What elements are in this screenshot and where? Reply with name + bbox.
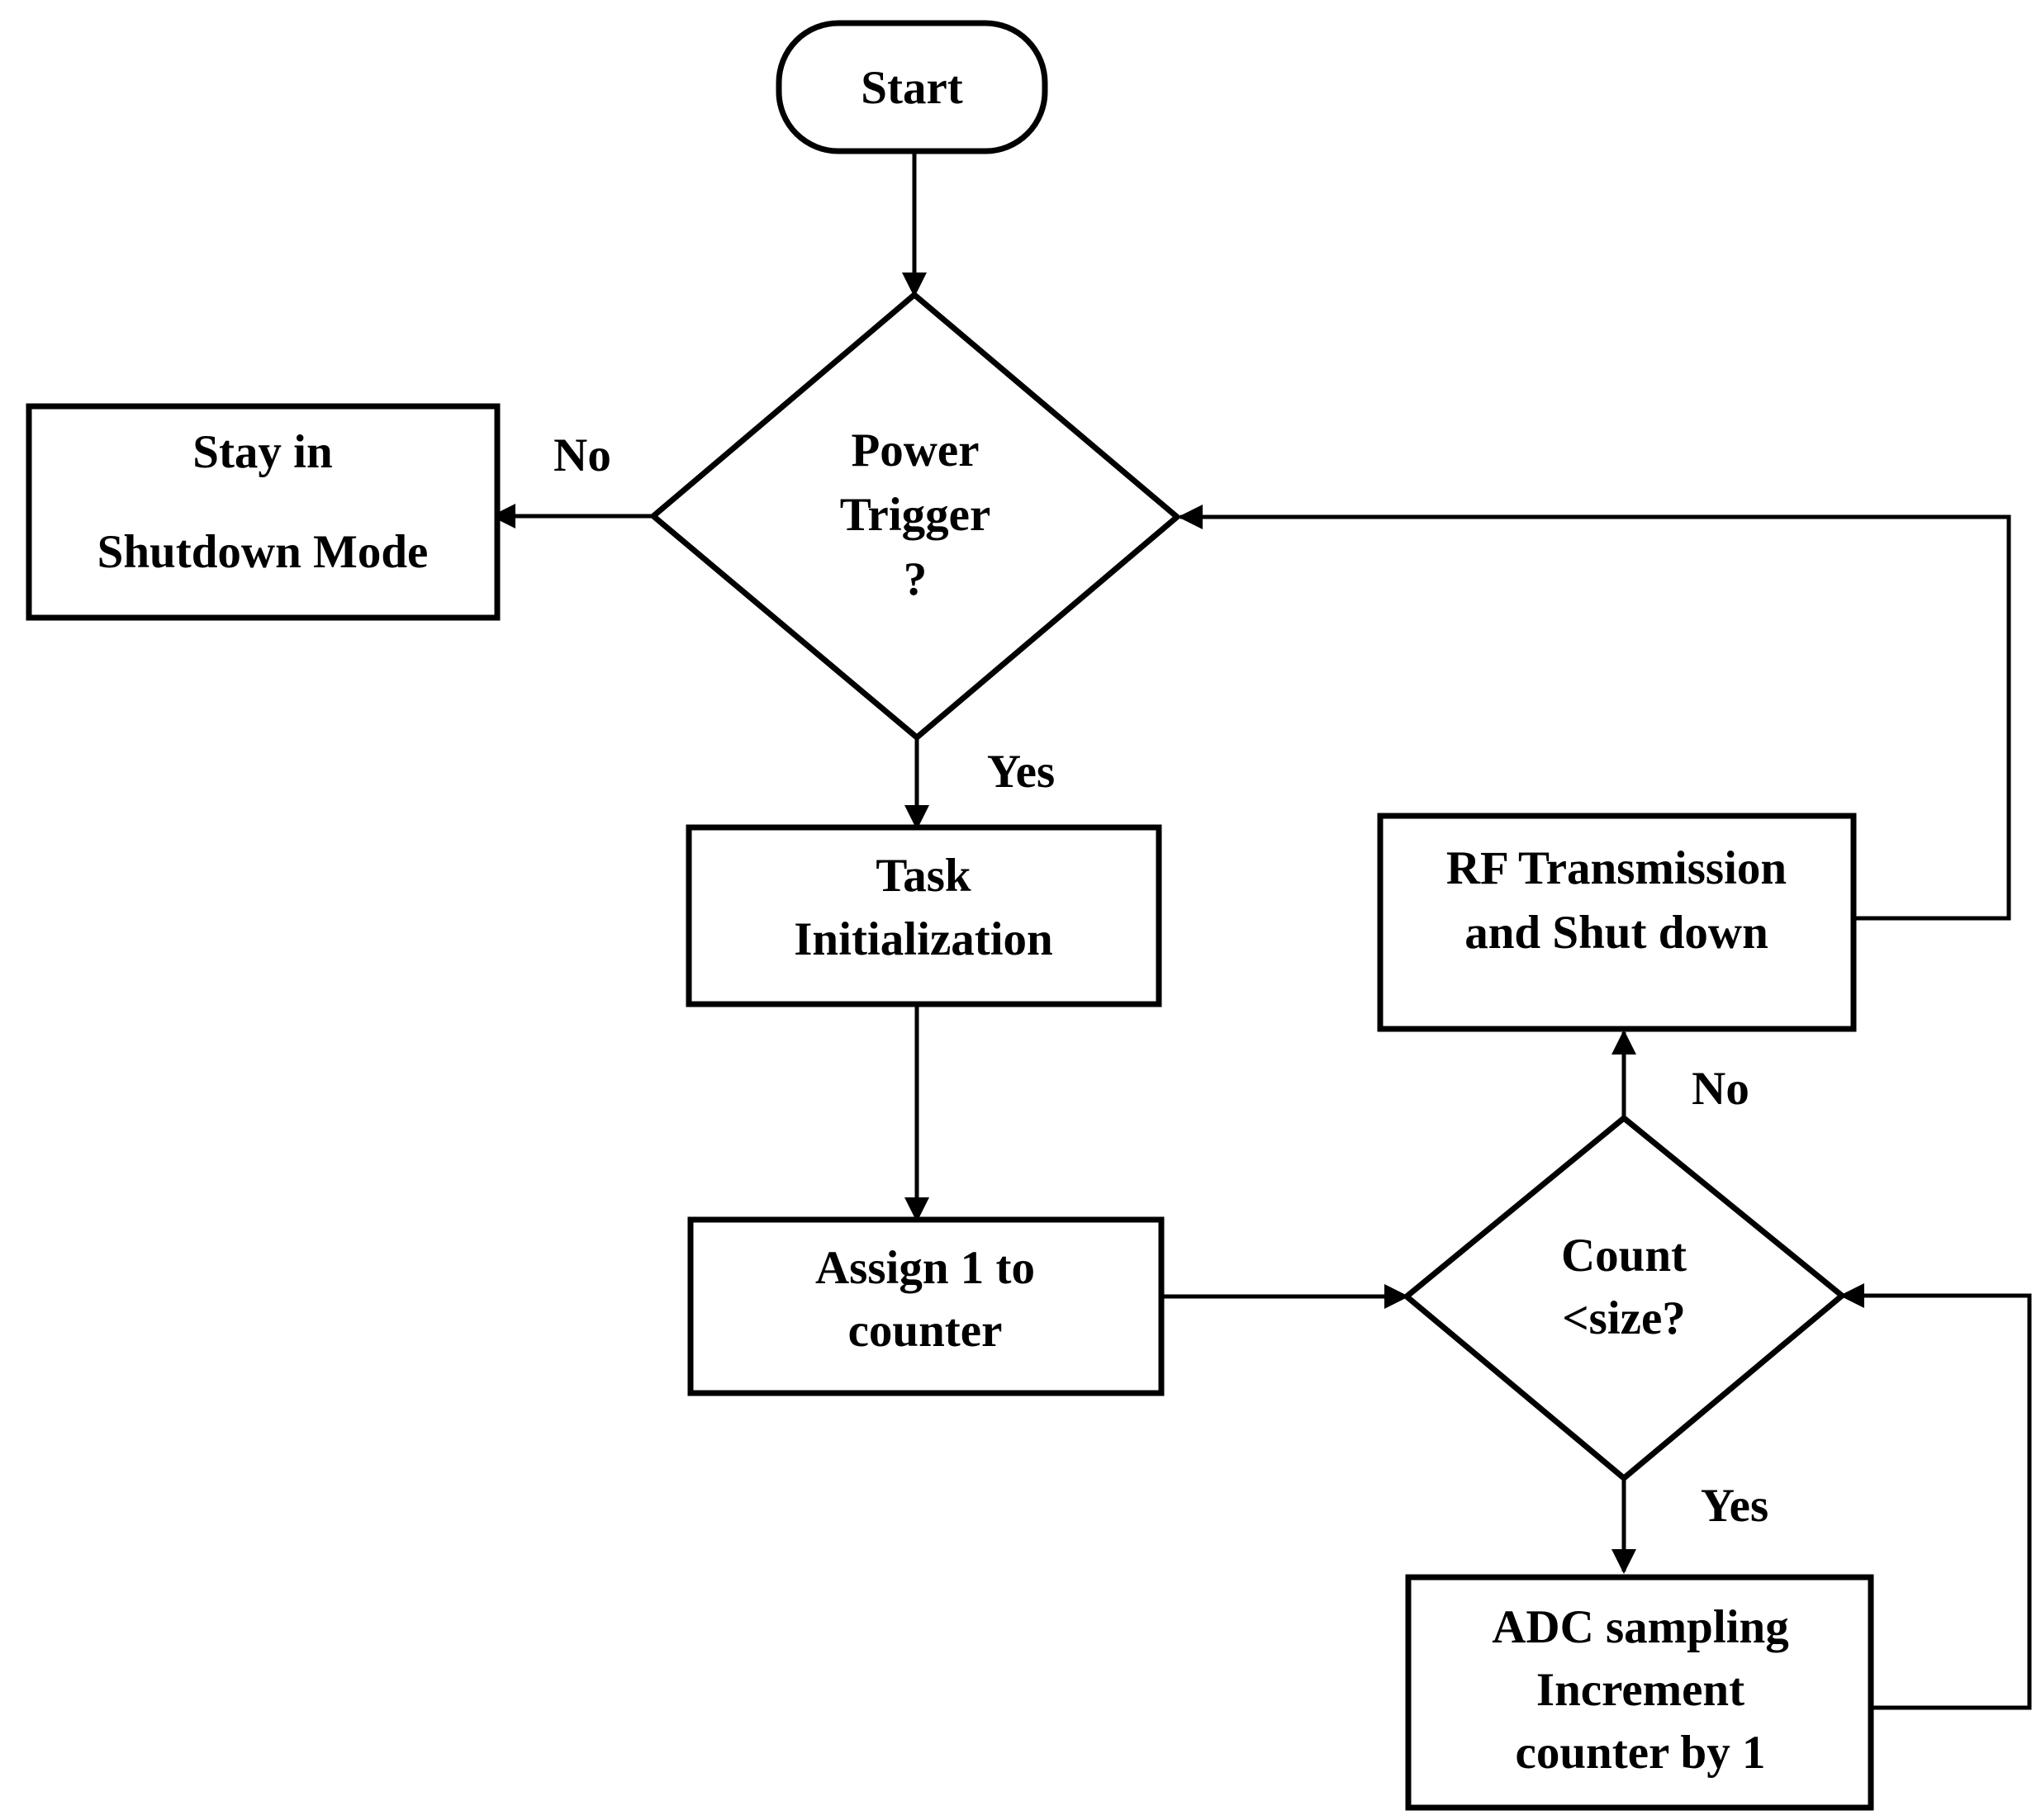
task-init-label-line2: Initialization: [794, 913, 1053, 965]
start-label: Start: [861, 62, 962, 114]
rf-label-line1: RF Transmission: [1446, 842, 1787, 894]
power-trigger-label-line1: Power: [851, 424, 979, 476]
adc-label-line3: counter by 1: [1516, 1727, 1766, 1779]
task-init-box: Task Initialization: [686, 824, 1162, 1007]
rf-label-line2: and Shut down: [1464, 907, 1768, 959]
count-check-decision: Count <size?: [1402, 1114, 1847, 1482]
adc-label-line1: ADC sampling: [1492, 1601, 1788, 1653]
yes-label-power: Yes: [987, 746, 1055, 798]
yes-label-count: Yes: [1701, 1480, 1768, 1532]
power-trigger-label-line2: Trigger: [840, 489, 991, 541]
start-node: Start: [776, 20, 1048, 154]
arrow-rf-to-power: [1178, 505, 2011, 921]
adc-sampling-box: ADC sampling Increment counter by 1: [1405, 1574, 1874, 1811]
shutdown-label-line2: Shutdown Mode: [97, 526, 429, 578]
assign-counter-box: Assign 1 to counter: [687, 1216, 1165, 1396]
assign-label-line2: counter: [848, 1305, 1003, 1357]
power-trigger-decision: Power Trigger ?: [648, 291, 1182, 742]
adc-label-line2: Increment: [1536, 1664, 1744, 1716]
count-check-label-line2: <size?: [1562, 1292, 1686, 1344]
no-label-count: No: [1692, 1063, 1749, 1115]
count-check-label-line1: Count: [1561, 1230, 1687, 1282]
arrow-adc-to-count: [1839, 1283, 2032, 1710]
shutdown-label-line1: Stay in: [192, 426, 332, 478]
power-trigger-label-line3: ?: [904, 553, 928, 605]
assign-label-line1: Assign 1 to: [815, 1242, 1035, 1294]
no-label-power: No: [553, 429, 611, 481]
connectors: [491, 151, 2032, 1710]
rf-transmission-box: RF Transmission and Shut down: [1377, 813, 1857, 1032]
task-init-label-line1: Task: [876, 850, 971, 902]
shutdown-mode-box: Stay in Shutdown Mode: [26, 403, 501, 621]
